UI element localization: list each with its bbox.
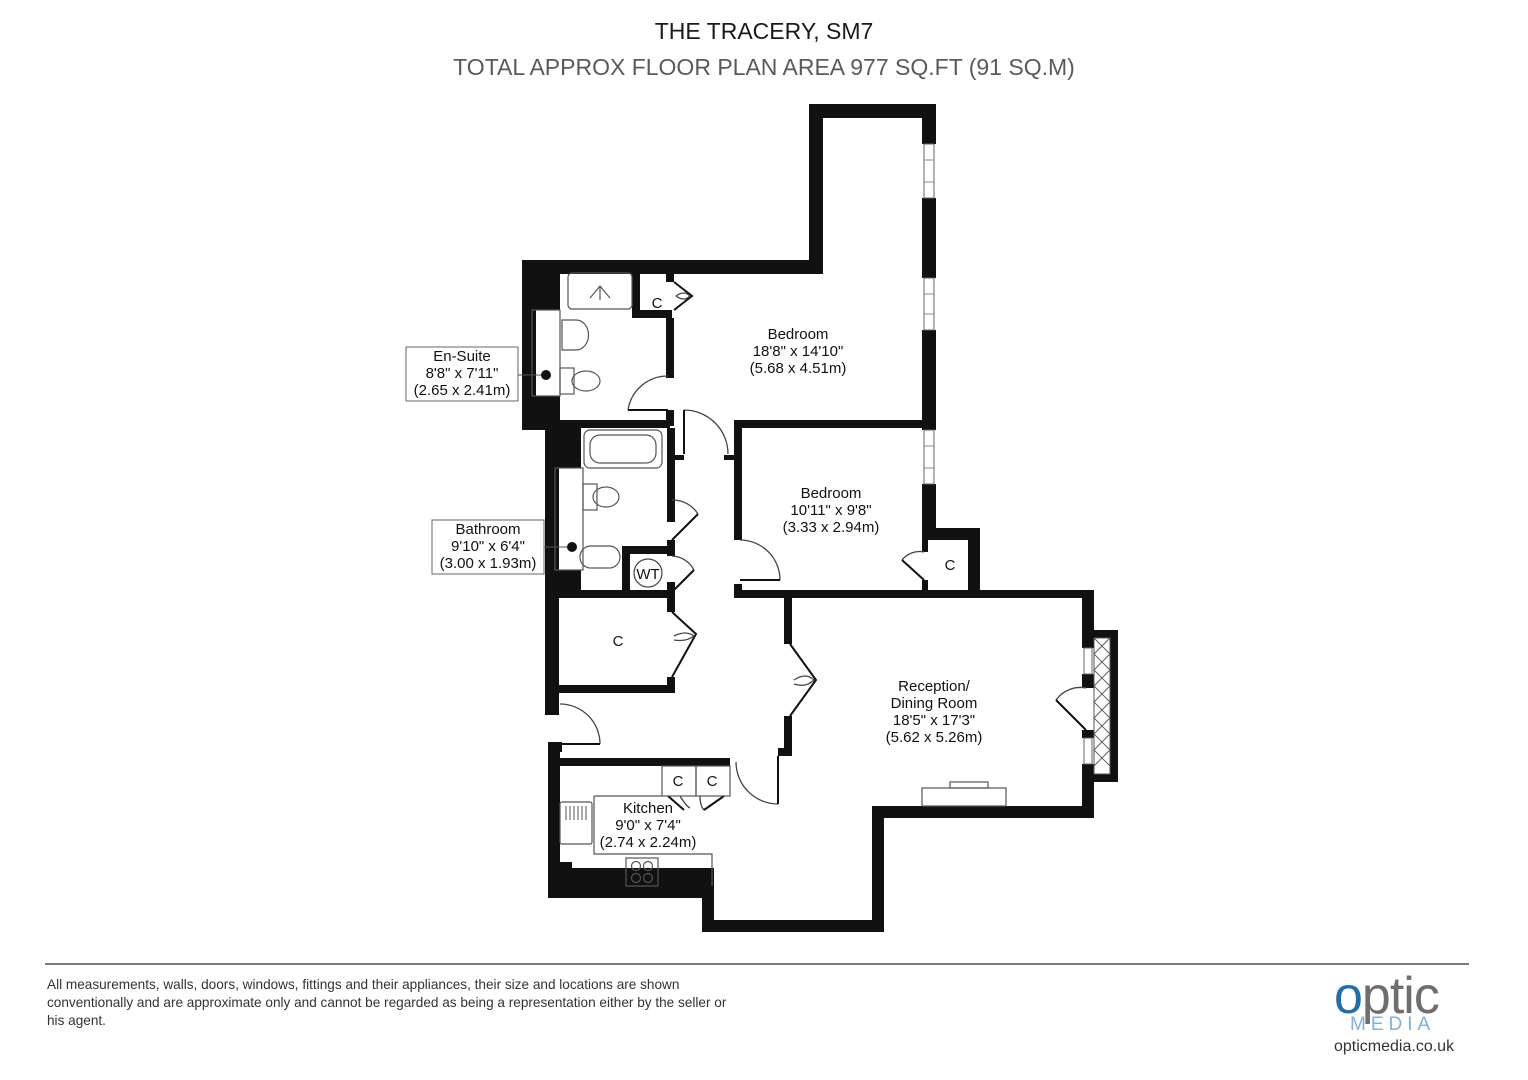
walls [522,104,1118,932]
reception-name-2: Dining Room [891,695,978,712]
fixtures [531,272,1007,887]
bedroom1-name: Bedroom [768,326,829,343]
windows [923,143,1093,765]
reception-name-1: Reception/ [898,678,971,695]
footer-divider [45,963,1469,965]
bedroom1-imperial: 18'8" x 14'10" [753,343,844,360]
reception-metric: (5.62 x 5.26m) [886,729,983,746]
cupboard-bedroom2: C [945,557,956,574]
disclaimer-text: All measurements, walls, doors, windows,… [47,977,727,1028]
kitchen-metric: (2.74 x 2.24m) [600,834,697,851]
doors [559,281,1087,811]
room-labels: Bedroom 18'8" x 14'10" (5.68 x 4.51m) Be… [414,295,983,851]
plan-title: THE TRACERY, SM7 [654,18,874,44]
ensuite-name: En-Suite [433,348,491,365]
cupboard-kitchen-2: C [707,773,718,790]
bathroom-name: Bathroom [455,521,520,538]
cupboard-hall: C [613,633,624,650]
cupboard-ensuite: C [652,295,663,312]
plan-area-subtitle: TOTAL APPROX FLOOR PLAN AREA 977 SQ.FT (… [453,54,1075,80]
logo-wordmark: optic [1334,966,1440,1026]
bedroom1-metric: (5.68 x 4.51m) [750,360,847,377]
callouts [405,346,577,575]
water-tank-label: WT [636,566,659,583]
kitchen-imperial: 9'0" x 7'4" [615,817,681,834]
bedroom2-metric: (3.33 x 2.94m) [783,519,880,536]
ensuite-imperial: 8'8" x 7'11" [426,365,499,382]
kitchen-name: Kitchen [623,800,673,817]
logo-url: opticmedia.co.uk [1334,1038,1455,1055]
ensuite-metric: (2.65 x 2.41m) [414,382,511,399]
cupboard-kitchen-1: C [673,773,684,790]
floor-plan: Bedroom 18'8" x 14'10" (5.68 x 4.51m) Be… [405,104,1118,932]
logo-media: MEDIA [1350,1014,1436,1035]
bathroom-metric: (3.00 x 1.93m) [440,555,537,572]
bedroom2-imperial: 10'11" x 9'8" [790,502,871,519]
logo-ptic: ptic [1361,967,1440,1025]
bedroom2-name: Bedroom [801,485,862,502]
logo-o: o [1334,967,1363,1025]
optic-media-logo: optic MEDIA opticmedia.co.uk [1330,967,1475,1062]
balcony [1093,637,1111,775]
bathroom-imperial: 9'10" x 6'4" [451,538,525,555]
reception-imperial: 18'5" x 17'3" [893,712,975,729]
